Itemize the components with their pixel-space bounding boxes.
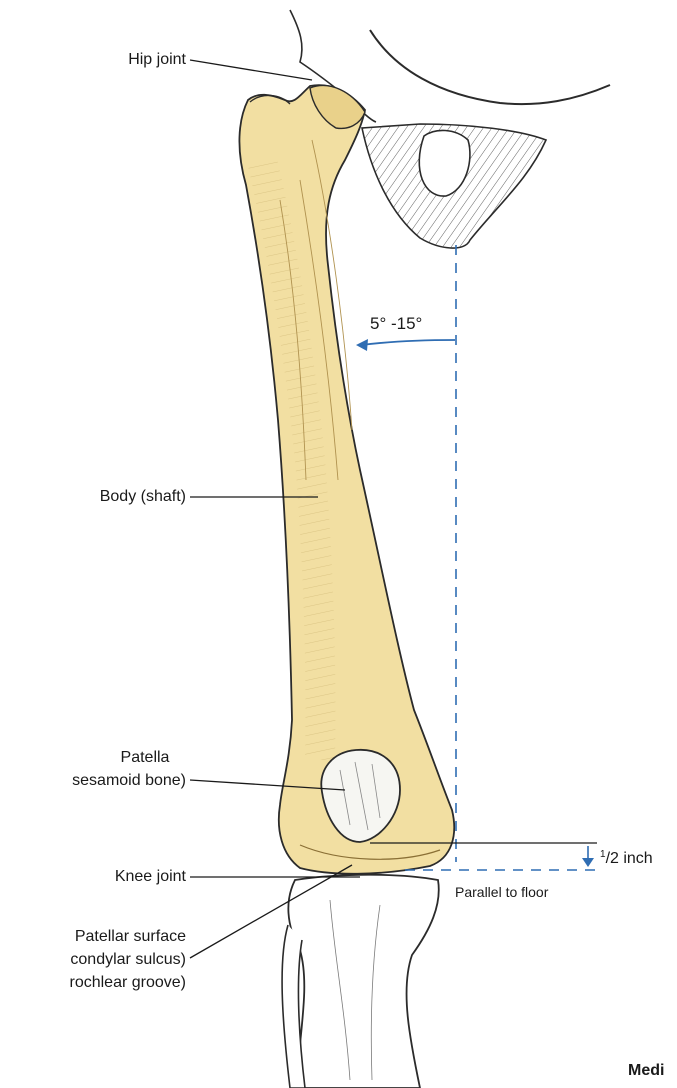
angle-arrow [362,340,455,345]
tibia [288,875,438,1088]
label-parallel-to-floor: Parallel to floor [455,882,548,903]
label-patellar-surface-line3: rochlear groove) [0,972,186,993]
label-half-inch: 1/2 inch [600,848,653,869]
label-patellar-surface-line2: condylar sulcus) [0,949,186,970]
half-inch-arrowhead [582,858,594,867]
label-patella-line2: sesamoid bone) [0,770,186,791]
label-hip-joint: Hip joint [60,49,186,70]
leader-hip-joint [190,60,312,80]
pelvis-outline [370,30,610,104]
angle-arrowhead [356,339,368,351]
label-corner-text: Medi [628,1060,664,1081]
label-angle: 5° -15° [370,313,422,334]
label-patella-line1: Patella [100,747,190,768]
label-knee-joint: Knee joint [40,866,186,887]
label-patellar-surface-line1: Patellar surface [0,926,186,947]
label-body-shaft: Body (shaft) [20,486,186,507]
label-half-inch-rest: /2 inch [606,850,653,867]
